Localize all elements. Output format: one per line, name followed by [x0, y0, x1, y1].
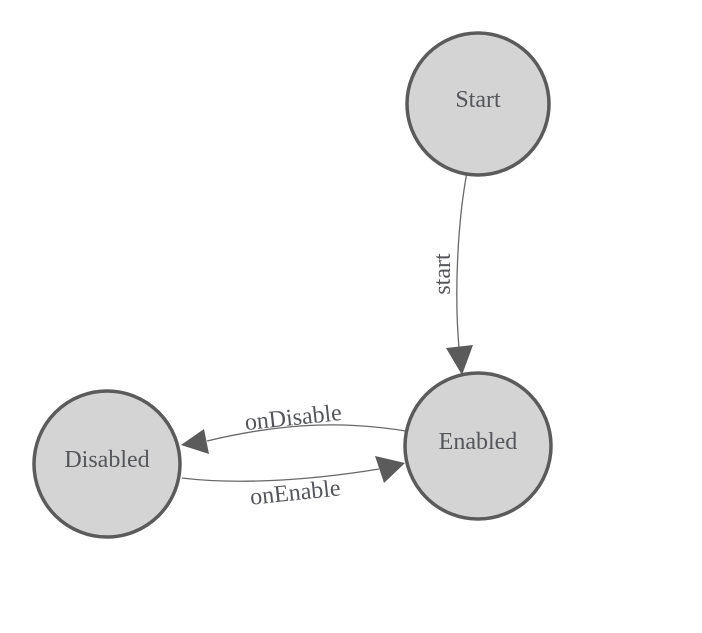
node-disabled-label: Disabled: [64, 447, 149, 473]
node-disabled[interactable]: Disabled: [32, 389, 182, 539]
edge-enabled-to-disabled: onDisable: [181, 400, 407, 454]
edge-disabled-to-enabled: onEnable: [181, 456, 405, 511]
edge-start-to-enabled: start: [430, 171, 473, 375]
node-disabled-circle[interactable]: [32, 389, 182, 539]
edge-line-onenable: [181, 468, 380, 482]
node-start[interactable]: Start: [405, 31, 551, 177]
node-start-label: Start: [455, 87, 501, 113]
node-enabled-circle[interactable]: [403, 371, 553, 521]
arrowhead-left-icon: [181, 429, 209, 454]
node-enabled-label: Enabled: [439, 429, 518, 455]
edge-label-ondisable: onDisable: [244, 400, 343, 436]
arrowhead-down-icon: [446, 345, 473, 375]
edge-line-ondisable: [206, 424, 407, 442]
node-start-circle[interactable]: [405, 31, 551, 177]
arrowhead-right-icon: [375, 456, 405, 483]
edge-line-start: [456, 171, 468, 349]
edge-label-start: start: [430, 253, 456, 295]
node-enabled[interactable]: Enabled: [403, 371, 553, 521]
